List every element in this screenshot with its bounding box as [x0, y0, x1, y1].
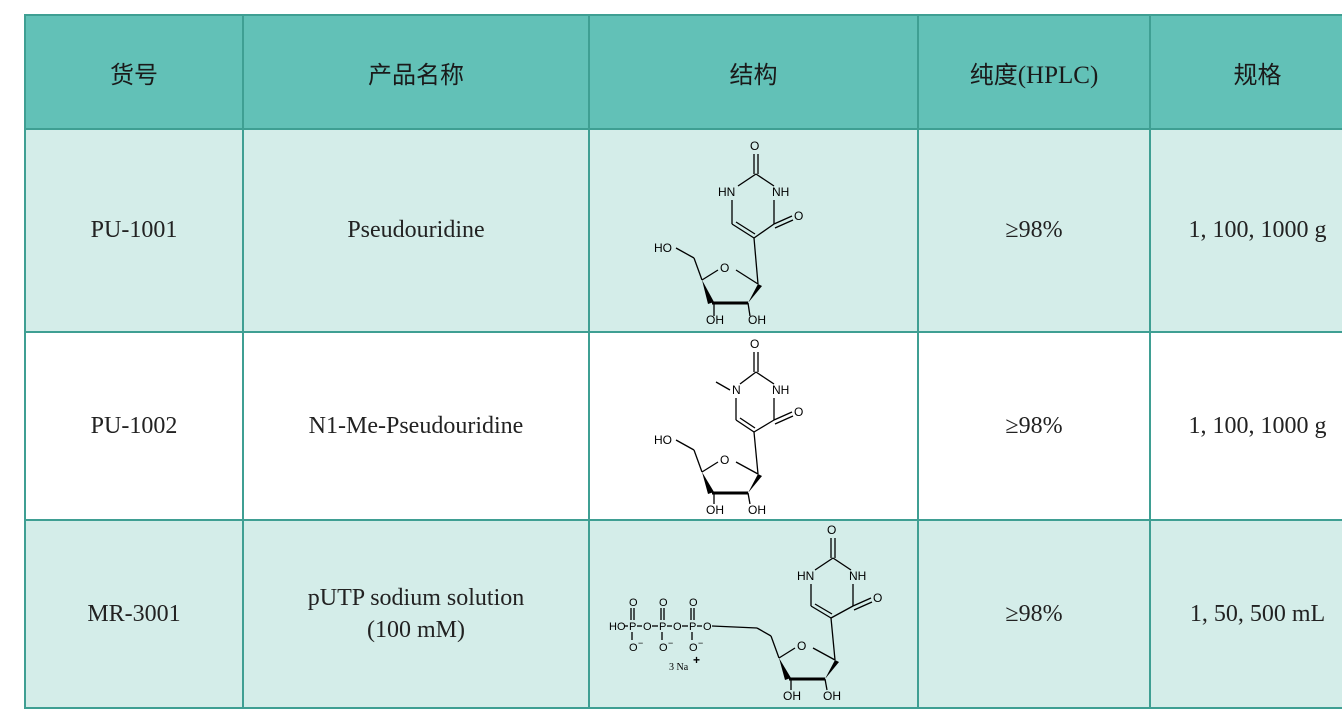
p-label: P [659, 621, 666, 633]
o-minus-label: O [659, 642, 668, 654]
sodium-label: 3 Na [669, 662, 689, 673]
purity-cell: ≥98% [917, 128, 1151, 333]
o-label: O [827, 524, 836, 537]
header-purity-method: (HPLC) [1017, 61, 1099, 89]
oh-label: OH [748, 503, 766, 516]
hn-label: HN [797, 569, 814, 583]
minus-label: − [698, 638, 703, 648]
pseudouridine-structure-image: O HN NH O O [654, 139, 803, 326]
sku-cell: PU-1002 [24, 331, 244, 521]
oh-label: OH [748, 313, 766, 326]
spec-cell: 1, 100, 1000 g [1149, 128, 1342, 333]
spec-cell: 1, 50, 500 mL [1149, 519, 1342, 709]
putp-structure-image: O HN NH O O [609, 524, 882, 703]
plus-label: + [693, 653, 700, 667]
minus-label: − [668, 638, 673, 648]
header-sku: 货号 [24, 14, 244, 130]
o-label: O [720, 453, 729, 467]
header-name: 产品名称 [242, 14, 590, 130]
hn-label: HN [718, 185, 735, 199]
ho-label: HO [654, 241, 672, 255]
product-table: 货号 产品名称 结构 纯度(HPLC) 规格 PU-1001 Pseudouri… [24, 14, 1342, 709]
oh-label: OH [823, 689, 841, 703]
sku-cell: MR-3001 [24, 519, 244, 709]
o-minus-label: O [629, 642, 638, 654]
table-row: PU-1002 N1-Me-Pseudouridine O N NH O [24, 331, 1342, 521]
name-line-2: (100 mM) [367, 617, 465, 643]
o-label: O [629, 597, 638, 609]
o-label: O [794, 405, 803, 419]
ho-label: HO [654, 433, 672, 447]
nh-label: NH [772, 383, 789, 397]
sku-cell: PU-1001 [24, 128, 244, 333]
oh-label: OH [783, 689, 801, 703]
o-label: O [720, 261, 729, 275]
o-label: O [797, 639, 806, 653]
o-label: O [750, 139, 759, 153]
o-label: O [673, 621, 682, 633]
p-label: P [689, 621, 696, 633]
name-cell: Pseudouridine [242, 128, 590, 333]
o-label: O [643, 621, 652, 633]
ho-label: HO [609, 621, 626, 633]
purity-cell: ≥98% [917, 331, 1151, 521]
structure-cell: O HN NH O O [588, 519, 919, 709]
header-structure: 结构 [588, 14, 919, 130]
name-cell: N1-Me-Pseudouridine [242, 331, 590, 521]
minus-label: − [638, 638, 643, 648]
header-purity-cn: 纯度 [969, 60, 1018, 89]
o-label: O [750, 337, 759, 351]
nh-label: NH [772, 185, 789, 199]
table-row: MR-3001 pUTP sodium solution (100 mM) O … [24, 519, 1342, 709]
structure-cell: O N NH O O [588, 331, 919, 521]
header-purity: 纯度(HPLC) [917, 14, 1151, 130]
spec-cell: 1, 100, 1000 g [1149, 331, 1342, 521]
name-cell: pUTP sodium solution (100 mM) [242, 519, 590, 709]
n1-methyl-pseudouridine-structure-image: O N NH O O [654, 337, 803, 516]
p-label: P [629, 621, 636, 633]
name-line: pUTP sodium solution [307, 584, 525, 611]
header-row: 货号 产品名称 结构 纯度(HPLC) 规格 [24, 14, 1342, 130]
o-label: O [873, 591, 882, 605]
o-label: O [689, 597, 698, 609]
o-label: O [703, 621, 712, 633]
o-minus-label: O [689, 642, 698, 654]
oh-label: OH [706, 503, 724, 516]
table-row: PU-1001 Pseudouridine O HN NH O [24, 128, 1342, 333]
header-spec: 规格 [1149, 14, 1342, 130]
nh-label: NH [849, 569, 866, 583]
o-label: O [659, 597, 668, 609]
structure-cell: O HN NH O O [588, 128, 919, 333]
o-label: O [794, 209, 803, 223]
purity-cell: ≥98% [917, 519, 1151, 709]
oh-label: OH [706, 313, 724, 326]
n-label: N [732, 383, 741, 397]
